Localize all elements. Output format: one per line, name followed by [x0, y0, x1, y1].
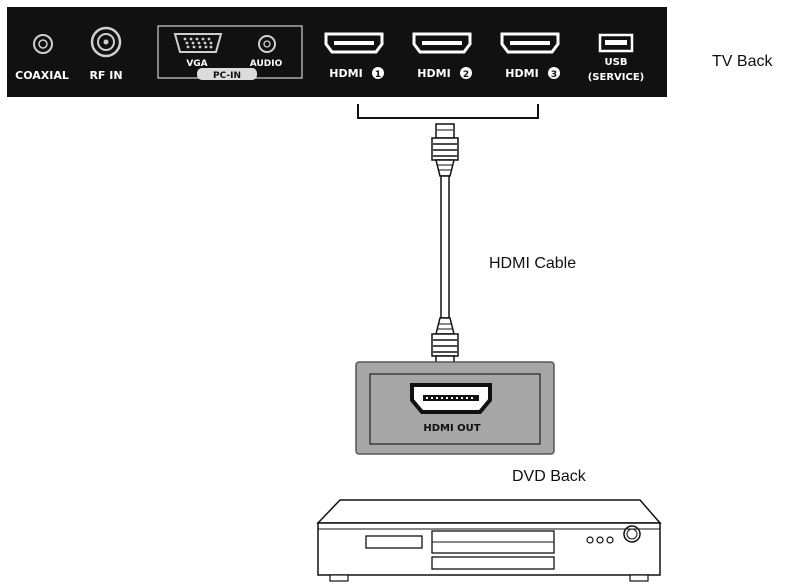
- hdmi3-number: 3: [551, 70, 557, 80]
- audio-label: AUDIO: [250, 59, 283, 69]
- rf-in-jack-icon: [90, 26, 122, 58]
- vga-port-icon: [173, 33, 223, 53]
- rf-in-label: RF IN: [89, 69, 122, 82]
- hdmi1-number-badge: [372, 67, 384, 79]
- coaxial-label: COAXIAL: [15, 69, 69, 82]
- usb-port-icon: [598, 33, 634, 53]
- hdmi2-port-icon: [412, 32, 472, 54]
- cable-top-connector-icon: [431, 123, 459, 177]
- dvd-back-panel: HDMI OUT: [355, 361, 555, 455]
- dvd-player-icon: [316, 499, 662, 582]
- pc-in-badge: [197, 68, 257, 80]
- hdmi-out-port-icon: [410, 383, 492, 414]
- hdmi-out-label: HDMI OUT: [423, 423, 480, 434]
- hdmi1-number: 1: [375, 70, 381, 80]
- hdmi-cable-label: HDMI Cable: [489, 255, 576, 272]
- dvd-back-label: DVD Back: [512, 468, 587, 485]
- hdmi3-port-icon: [500, 32, 560, 54]
- hdmi1-port-icon: [324, 32, 384, 54]
- hdmi3-label: HDMI: [505, 67, 538, 80]
- hdmi2-label: HDMI: [417, 67, 450, 80]
- usb-label: USB: [605, 57, 628, 68]
- vga-label: VGA: [186, 59, 207, 69]
- service-label: (SERVICE): [588, 72, 645, 83]
- pc-in-label: PC-IN: [213, 71, 241, 81]
- hdmi3-number-badge: [548, 67, 560, 79]
- coaxial-jack-icon: [33, 34, 53, 54]
- hdmi1-label: HDMI: [329, 67, 362, 80]
- tv-back-label: TV Back: [712, 53, 773, 70]
- hdmi2-number: 2: [463, 70, 469, 80]
- hdmi-ports-bracket: [357, 104, 539, 119]
- tv-back-panel: COAXIAL RF IN VGA AUDIO PC-IN: [7, 7, 667, 97]
- hdmi-cable: [431, 123, 459, 371]
- audio-jack-icon: [258, 35, 276, 53]
- hdmi2-number-badge: [460, 67, 472, 79]
